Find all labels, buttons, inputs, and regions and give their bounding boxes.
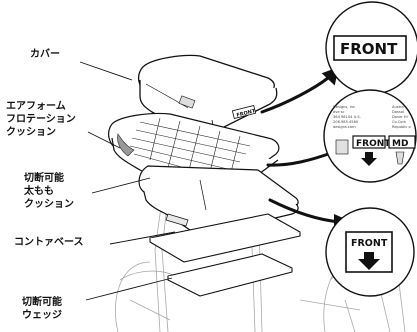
contour-base <box>149 213 301 263</box>
cover-tag-text: FRONT <box>236 108 257 119</box>
label-text-line: Designs, Inc. <box>333 105 356 109</box>
label-text-line: 364 98104 U.S. <box>333 115 361 119</box>
callout-circle-middle: Designs, Inc. ave sc 364 98104 U.S. 206.… <box>323 89 417 183</box>
label-text-right-line: Dassol <box>392 110 404 114</box>
thigh-label-line-1: 切断可能 <box>24 173 64 184</box>
thigh-cushion-label: 切断可能 太もも クッション <box>24 172 74 211</box>
label-text-right-line: Austra <box>392 105 404 109</box>
air-foam-label-line-1: エアフォーム <box>6 101 66 112</box>
label-text-line: designs.com <box>333 125 356 129</box>
wedge-label-line-2: ウェッジ <box>22 310 62 321</box>
thigh-cushion <box>138 165 299 234</box>
air-foam-label-line-2: フロテーション <box>6 114 76 125</box>
label-text-line: 206.985.4560 <box>333 120 359 124</box>
md-text: MD <box>392 139 408 149</box>
label-text-right-line: Co.Cork <box>392 120 407 124</box>
callout-circle-top: FRONT <box>325 1 417 95</box>
label-text-right-line: Republic o <box>392 125 411 129</box>
cover-label-line: カバー <box>30 49 60 60</box>
callout-circle-bottom: FRONT <box>325 207 415 297</box>
front-text-middle: FRONT <box>356 139 391 149</box>
cover-front-tag: FRONT <box>178 95 257 120</box>
leader-lines <box>79 61 176 301</box>
contour-base-label: コントァベース <box>14 236 84 249</box>
thigh-label-line-3: クッション <box>24 199 74 210</box>
air-foam-label: エアフォーム フロテーション クッション <box>6 100 76 139</box>
air-foam-label-line-3: クッション <box>6 127 56 138</box>
contour-base-label-line: コントァベース <box>14 237 84 248</box>
label-text-line: ave sc <box>333 110 345 114</box>
front-text-top: FRONT <box>340 40 398 58</box>
wedge-label-line-1: 切断可能 <box>22 297 62 308</box>
wedge-label: 切断可能 ウェッジ <box>22 296 62 322</box>
label-text-right-line: Dover Hi <box>392 115 408 119</box>
cover-label: カバー <box>30 48 60 61</box>
thigh-label-line-2: 太もも <box>24 186 54 197</box>
front-text-bottom: FRONT <box>351 238 388 249</box>
